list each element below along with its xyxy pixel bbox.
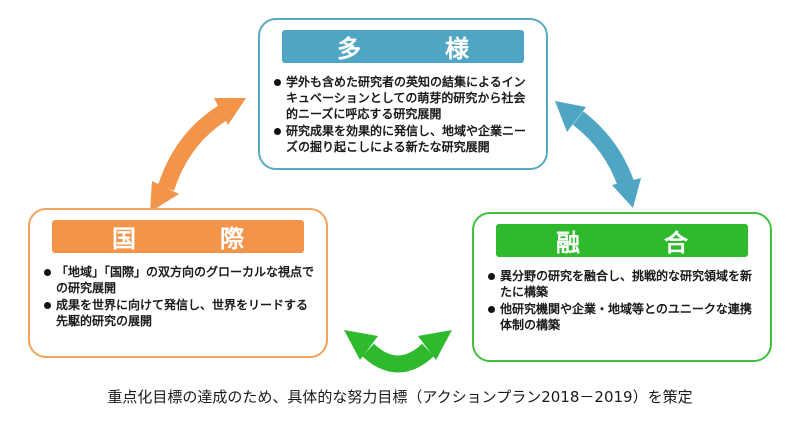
kokusai-title: 国 際 <box>52 220 304 253</box>
green-double-arrow <box>344 330 452 373</box>
tayou-bullet-list: 学外も含めた研究者の英知の結集によるインキュベーションとしての萌芽的研究から社会… <box>274 74 536 156</box>
kokusai-box: 国 際 「地域」「国際」の双方向のグローカルな視点での研究展開 成果を世界に向け… <box>28 208 328 358</box>
yuugou-bullet-list: 異分野の研究を融合し、挑戦的な研究領域を新たに構築 他研究機関や企業・地域等との… <box>488 268 760 334</box>
tayou-title: 多 様 <box>282 30 524 63</box>
list-item: 他研究機関や企業・地域等とのユニークな連携体制の構築 <box>488 301 760 333</box>
orange-double-arrow <box>150 98 246 212</box>
yuugou-title: 融 合 <box>496 224 748 257</box>
kokusai-bullet-list: 「地域」「国際」の双方向のグローカルな視点での研究展開 成果を世界に向けて発信し… <box>44 264 316 330</box>
list-item: 異分野の研究を融合し、挑戦的な研究領域を新たに構築 <box>488 268 760 300</box>
yuugou-box: 融 合 異分野の研究を融合し、挑戦的な研究領域を新たに構築 他研究機関や企業・地… <box>472 212 772 362</box>
list-item: 研究成果を効果的に発信し、地域や企業ニーズの掘り起こしによる新たな研究展開 <box>274 123 536 155</box>
list-item: 「地域」「国際」の双方向のグローカルな視点での研究展開 <box>44 264 316 296</box>
tayou-box: 多 様 学外も含めた研究者の英知の結集によるインキュベーションとしての萌芽的研究… <box>258 18 548 170</box>
list-item: 成果を世界に向けて発信し、世界をリードする先駆的研究の展開 <box>44 297 316 329</box>
caption: 重点化目標の達成のため、具体的な努力目標（アクションプラン2018－2019）を… <box>107 388 693 406</box>
blue-double-arrow <box>555 101 641 208</box>
list-item: 学外も含めた研究者の英知の結集によるインキュベーションとしての萌芽的研究から社会… <box>274 74 536 122</box>
